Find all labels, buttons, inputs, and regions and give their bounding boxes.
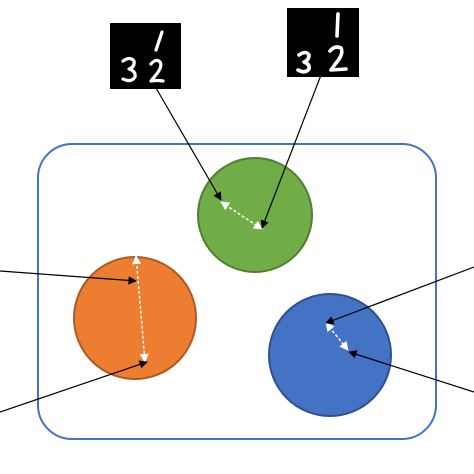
blue-cluster [268,293,392,417]
pointer-arrow-blue-bottom [348,350,474,393]
pointer-arrow-orange-bottom [0,360,148,413]
pointer-arrow-blue-top [325,266,474,325]
orange-distance-marker [132,255,149,363]
pointer-arrow-orange-top [0,270,137,285]
pointer-arrow-green-right [260,74,322,229]
handwritten-digits-icon [296,12,348,74]
green-distance-marker [220,201,263,230]
orange-cluster [73,256,197,380]
green-cluster [197,157,313,273]
digit-image-left [110,23,181,89]
pointer-arrow-green-left [155,87,222,201]
handwritten-digits-icon [121,30,165,83]
digit-image-right [287,8,359,77]
container-box [37,143,437,440]
blue-distance-marker [325,322,349,351]
